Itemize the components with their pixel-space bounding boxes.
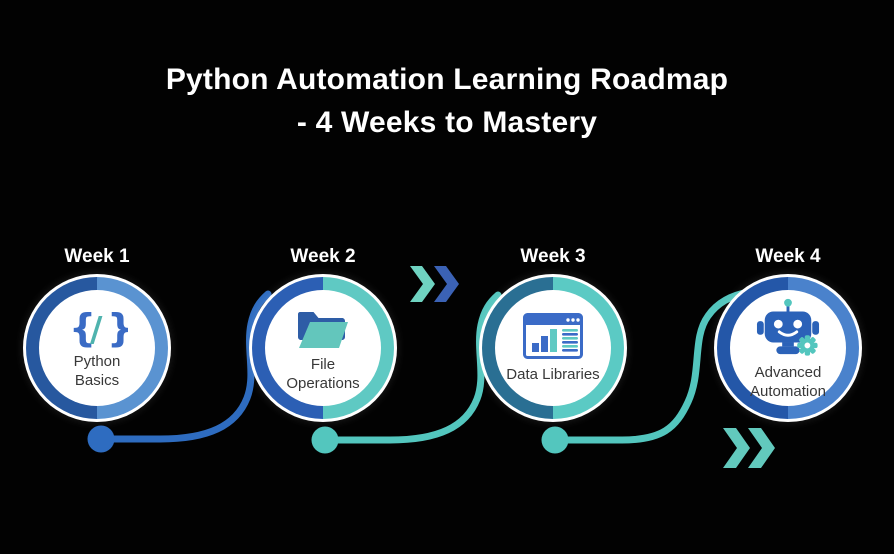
page-title: Python Automation Learning Roadmap - 4 W… [0,58,894,144]
title-line-1: Python Automation Learning Roadmap [165,63,729,96]
robot-automation-icon [756,298,820,356]
node-circle-week2: File Operations [249,274,397,422]
code-braces-icon: { / } [69,306,128,348]
roadmap-node-week2: Week 2 File Operations [249,246,397,422]
chevron-right-icon [723,428,750,468]
node-inner: { / } Python Basics [39,290,155,406]
node-ring: { / } Python Basics [26,277,168,419]
node-inner: Advanced Automation [730,290,846,406]
roadmap-node-week3: Week 3 [479,246,627,422]
topic-label: File Operations [286,355,360,392]
topic-label: Data Libraries [506,366,600,384]
node-circle-week1: { / } Python Basics [23,274,171,422]
connector-week1-week2 [97,290,272,443]
chevron-right-icon [410,266,435,302]
node-ring: Data Libraries [482,277,624,419]
node-inner: Data Libraries [495,290,611,406]
week-label: Week 1 [64,246,130,267]
svg-text:/: / [90,310,103,348]
svg-text:}: } [107,306,128,348]
milestone-dot-week3 [541,426,569,454]
week-label: Week 2 [290,246,356,267]
title-line-2: - 4 Weeks to Mastery [296,106,598,139]
svg-text:{: { [69,306,96,348]
node-inner: File Operations [265,290,381,406]
open-folder-icon [298,311,348,348]
connector-week2-week3 [321,291,502,444]
chevron-right-icon [434,266,459,302]
node-circle-week3: Data Libraries [479,274,627,422]
topic-label: Python Basics [73,352,121,389]
roadmap-node-week1: Week 1 { / } Python Basics [23,246,171,422]
milestone-dot-week2 [311,426,339,454]
chevron-right-icon [748,428,775,468]
node-circle-week4: Advanced Automation [714,274,862,422]
connector-week3-week4 [551,288,754,444]
week-label: Week 3 [520,246,586,267]
topic-label: Advanced Automation [750,363,826,400]
node-ring: File Operations [252,277,394,419]
week-label: Week 4 [755,246,821,267]
data-window-icon [523,313,583,360]
node-ring: Advanced Automation [717,277,859,419]
roadmap-node-week4: Week 4 [714,246,862,422]
milestone-dot-week1 [87,425,115,453]
